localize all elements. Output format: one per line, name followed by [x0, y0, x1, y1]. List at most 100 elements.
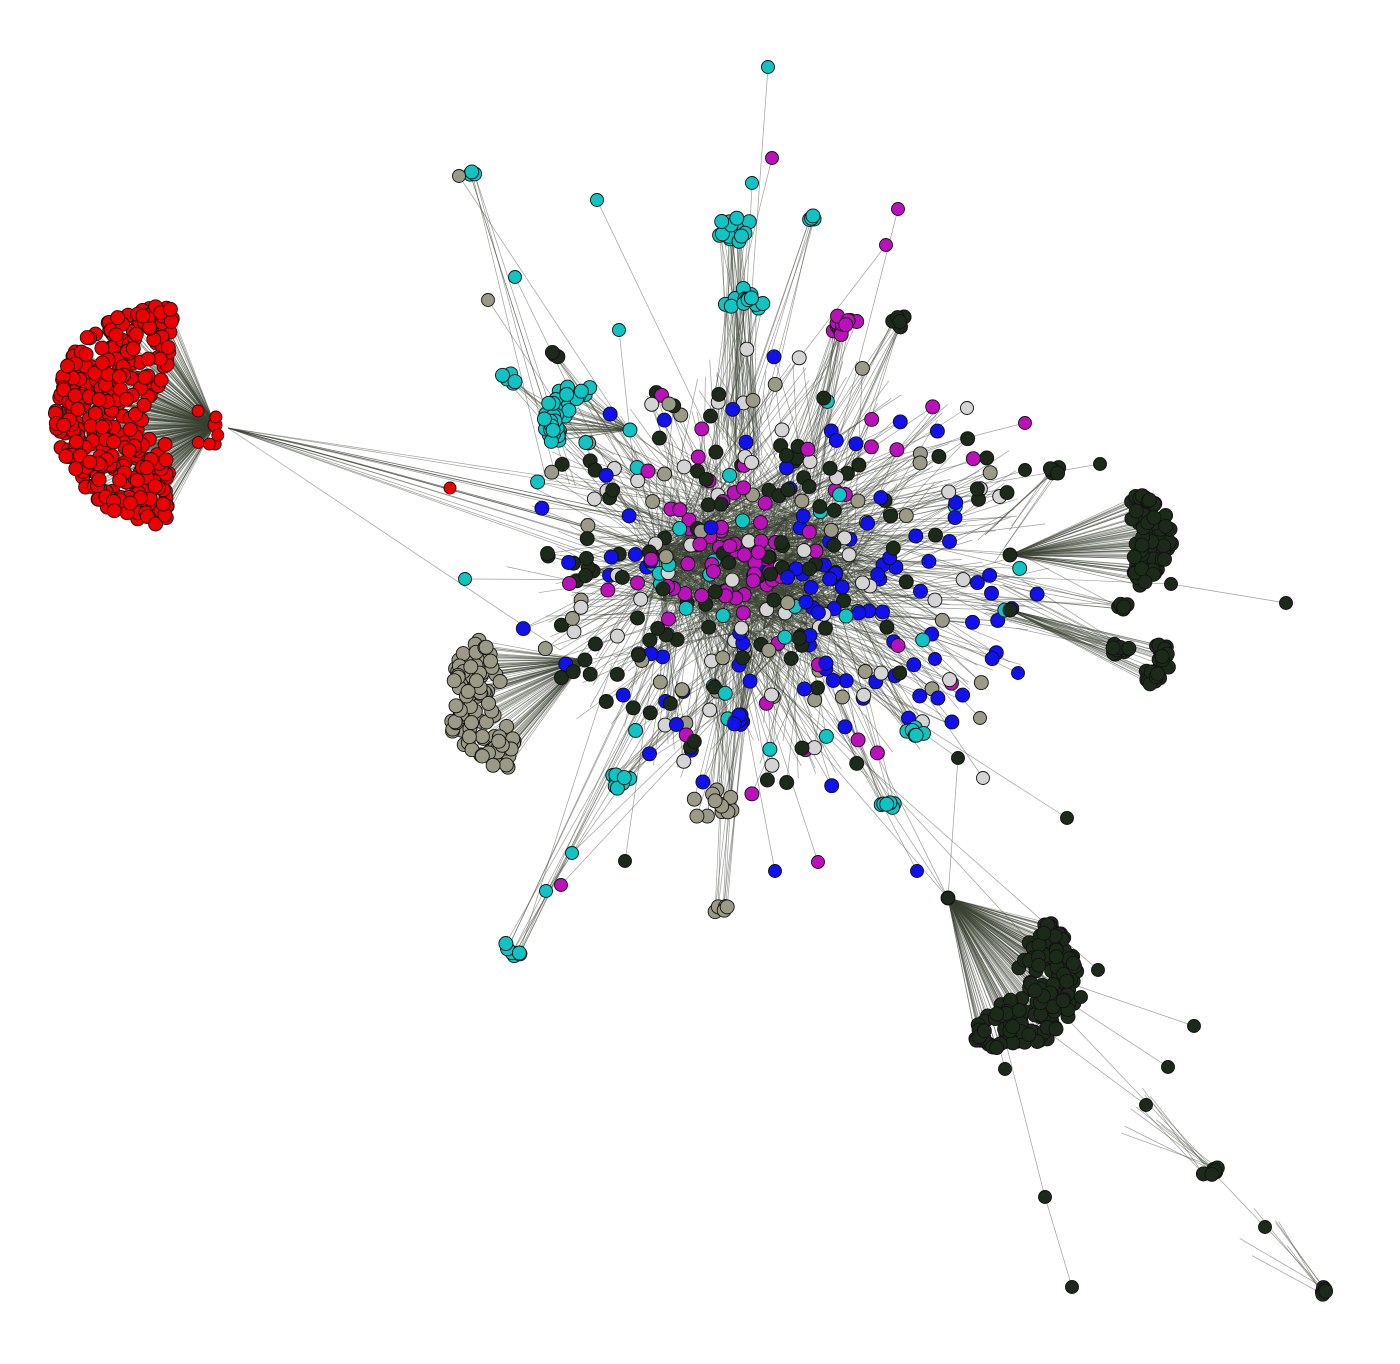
- edge: [1009, 497, 1146, 556]
- graph-node: [1005, 1019, 1021, 1035]
- edge: [552, 352, 641, 472]
- edge: [653, 244, 887, 550]
- graph-node: [202, 437, 216, 451]
- graph-node: [162, 301, 178, 317]
- edge: [1059, 979, 1195, 1027]
- graph-node: [984, 651, 1000, 667]
- graph-node: [642, 705, 658, 721]
- graph-node: [774, 422, 790, 438]
- edge: [227, 427, 561, 651]
- graph-node: [140, 351, 156, 367]
- graph-node: [826, 537, 842, 553]
- edge: [168, 347, 216, 426]
- graph-node: [929, 423, 945, 439]
- graph-node: [698, 471, 714, 487]
- graph-node: [67, 388, 83, 403]
- graph-node: [823, 522, 839, 538]
- edge: [741, 219, 810, 419]
- graph-node: [125, 341, 141, 357]
- edge: [1009, 609, 1165, 650]
- graph-node: [499, 718, 515, 734]
- graph-node: [1157, 551, 1172, 567]
- edge: [1009, 554, 1146, 583]
- edge: [1278, 1221, 1324, 1295]
- graph-node: [794, 493, 810, 509]
- edge: [759, 218, 815, 426]
- graph-node: [708, 444, 724, 460]
- graph-node: [768, 864, 782, 878]
- graph-node: [722, 467, 738, 483]
- graph-node: [68, 461, 84, 477]
- graph-node: [1158, 518, 1174, 534]
- graph-node: [191, 435, 205, 449]
- node-layer: [47, 60, 1334, 1302]
- graph-node: [855, 575, 870, 591]
- graph-node: [1021, 1027, 1037, 1043]
- graph-node: [460, 684, 476, 699]
- graph-node: [686, 734, 702, 749]
- graph-node: [579, 550, 594, 566]
- graph-node: [955, 572, 971, 588]
- graph-node: [921, 553, 937, 569]
- graph-node: [777, 629, 793, 645]
- edge: [990, 612, 1129, 649]
- graph-node: [757, 495, 773, 511]
- edge: [726, 395, 765, 629]
- edge: [947, 897, 1041, 989]
- graph-node: [743, 290, 759, 306]
- graph-node: [498, 757, 514, 773]
- graph-node: [832, 487, 848, 503]
- graph-node: [614, 569, 630, 585]
- graph-node: [807, 740, 822, 756]
- graph-node: [689, 808, 705, 824]
- edge: [838, 574, 935, 607]
- graph-node: [982, 465, 998, 481]
- graph-node: [736, 547, 752, 563]
- graph-node: [1059, 973, 1075, 989]
- graph-node: [565, 846, 579, 860]
- graph-node: [625, 700, 641, 716]
- graph-node: [761, 642, 777, 658]
- graph-node: [744, 454, 760, 470]
- graph-node: [94, 340, 110, 356]
- graph-node: [810, 680, 825, 696]
- edge: [727, 306, 732, 446]
- edge: [820, 539, 969, 685]
- graph-node: [554, 878, 568, 892]
- graph-node: [600, 582, 616, 598]
- edge: [809, 208, 899, 553]
- graph-node: [658, 549, 674, 565]
- graph-node: [1091, 963, 1105, 977]
- graph-node: [676, 753, 692, 769]
- edge: [1003, 585, 1128, 650]
- graph-node: [495, 367, 510, 383]
- graph-node: [1146, 510, 1162, 526]
- graph-node: [553, 617, 569, 633]
- graph-node: [657, 466, 672, 482]
- graph-node: [645, 494, 661, 510]
- edge: [686, 503, 962, 536]
- edge: [816, 324, 847, 500]
- graph-node: [762, 741, 778, 757]
- edge: [734, 298, 741, 454]
- edge: [947, 897, 1038, 1003]
- graph-node: [850, 732, 866, 748]
- graph-node: [633, 591, 649, 607]
- graph-node: [969, 575, 985, 591]
- edge: [160, 379, 216, 426]
- graph-node: [1116, 599, 1132, 615]
- graph-node: [800, 441, 816, 457]
- edge: [814, 316, 905, 443]
- graph-node: [973, 711, 987, 725]
- graph-node: [973, 675, 989, 691]
- graph-node: [870, 567, 886, 583]
- edge: [1121, 1132, 1218, 1169]
- graph-node: [803, 580, 819, 595]
- edge: [1009, 527, 1144, 556]
- edge: [780, 334, 842, 462]
- edge: [865, 713, 893, 808]
- edge: [751, 297, 755, 456]
- graph-node: [1018, 463, 1032, 477]
- graph-node: [750, 544, 766, 560]
- graph-node: [864, 411, 880, 427]
